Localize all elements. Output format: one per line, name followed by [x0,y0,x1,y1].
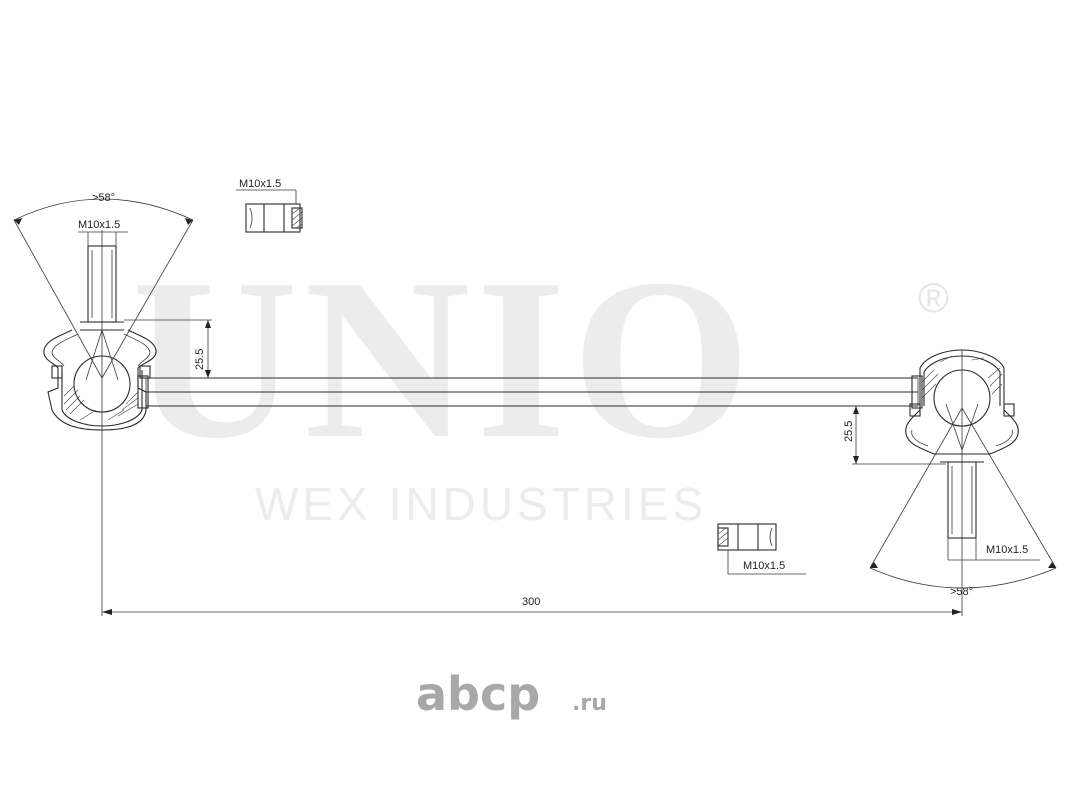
cone-angle-left-label: >58° [92,192,115,204]
thread-right-label: M10x1.5 [986,544,1028,556]
watermark-tagline: WEX INDUSTRIES [255,478,707,530]
height-left-label: 25.5 [194,349,206,370]
left-ball-joint [13,198,194,616]
watermark: UNIO ® WEX INDUSTRIES [132,231,949,530]
thread-left-label: M10x1.5 [78,219,120,231]
footer-domain-text: .ru [572,691,607,716]
abcp-logo: abcp .ru [416,667,607,721]
nut-left-label: M10x1.5 [239,178,281,190]
footer-logo-text: abcp [416,667,540,721]
overall-length-label: 300 [522,596,540,608]
overall-length-dimension: 300 [102,596,962,615]
left-height-dimension: 25.5 [124,319,212,379]
right-nut: M10x1.5 [717,523,806,575]
height-right-label: 25.5 [843,421,855,442]
right-ball-joint [869,349,1057,616]
left-nut: M10x1.5 [236,178,303,233]
nut-right-label: M10x1.5 [743,560,785,572]
cone-angle-right-label: >58° [950,586,973,598]
watermark-registered-mark: ® [918,274,949,321]
right-height-dimension: 25.5 [843,405,946,465]
watermark-brand: UNIO [132,231,757,486]
